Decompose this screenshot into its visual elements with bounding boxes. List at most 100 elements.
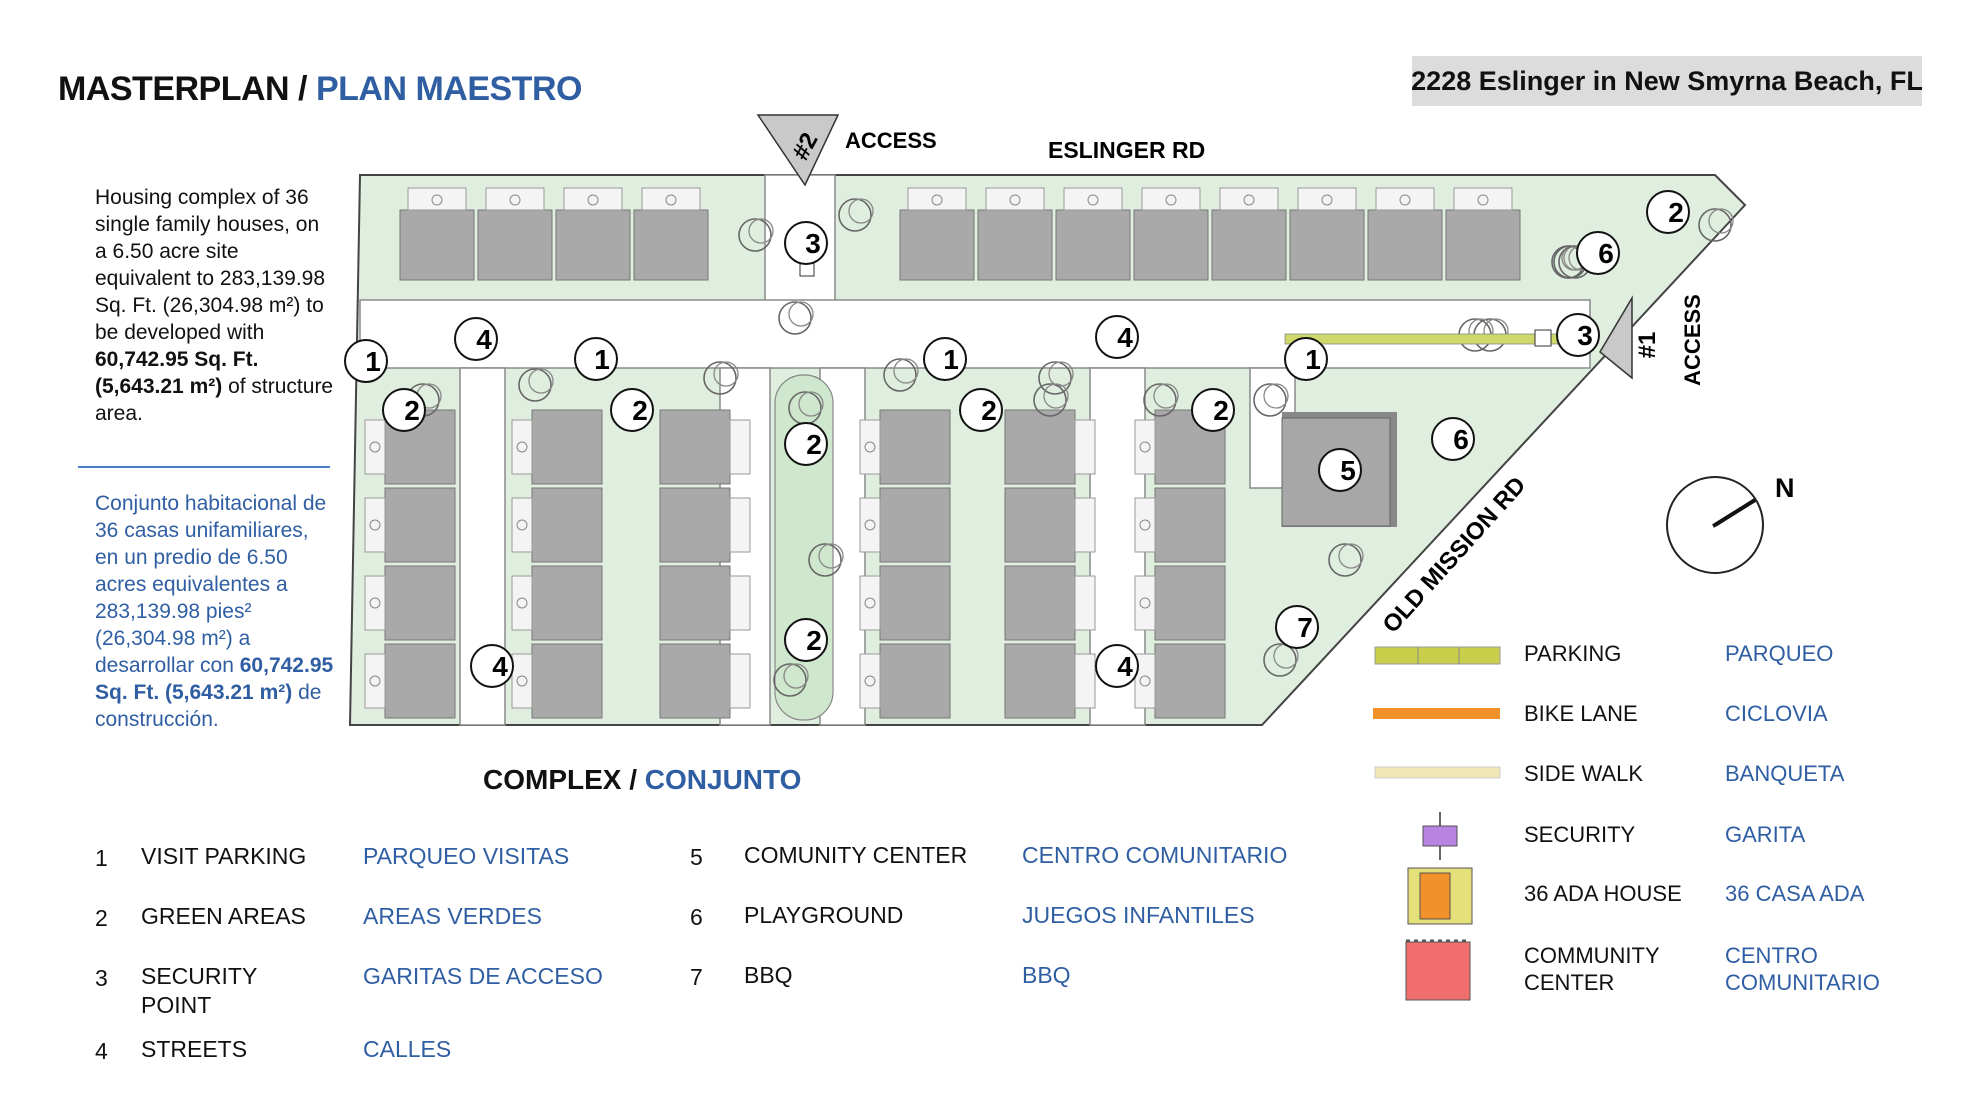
address-text: 2228 Eslinger in New Smyrna Beach, FL: [1411, 65, 1923, 96]
marker-2: 2: [784, 618, 828, 662]
legend-spanish: CICLOVIA: [1725, 701, 1828, 726]
key-number: 6: [690, 904, 703, 930]
marker-4: 4: [1095, 315, 1139, 359]
svg-text:6: 6: [1598, 238, 1614, 269]
svg-text:1: 1: [1305, 344, 1321, 375]
key-spanish: AREAS VERDES: [363, 903, 542, 929]
parking-swatch: [1374, 646, 1501, 665]
description-spanish-bold: 60,742.95 Sq. Ft. (5,643.21 m²): [95, 654, 334, 704]
access-right-number: #1: [1634, 332, 1661, 359]
svg-text:2: 2: [404, 395, 420, 426]
description-divider: [78, 466, 330, 468]
legend-spanish: GARITA: [1725, 822, 1806, 847]
svg-text:3: 3: [805, 228, 821, 259]
legend-english: PARKING: [1524, 641, 1622, 666]
marker-3: 3: [784, 221, 828, 265]
north-label: N: [1775, 473, 1795, 503]
marker-2: 2: [382, 388, 426, 432]
key-number: 4: [95, 1038, 108, 1064]
description-spanish-tail: de construcción.: [95, 681, 322, 731]
description-english-text: Housing complex of 36 single family hous…: [95, 186, 326, 344]
north-needle: [1713, 498, 1757, 527]
key-spanish: PARQUEO VISITAS: [363, 843, 570, 869]
key-number: 3: [95, 965, 108, 991]
marker-4: 4: [1095, 644, 1139, 688]
svg-text:2: 2: [806, 429, 822, 460]
description-english-bold: 60,742.95 Sq. Ft. (5,643.21 m²): [95, 348, 259, 398]
marker-2: 2: [1191, 388, 1235, 432]
access-right-label: ACCESS: [1680, 294, 1705, 386]
marker-2: 2: [610, 388, 654, 432]
security-swatch: [1422, 825, 1458, 847]
svg-text:1: 1: [594, 344, 610, 375]
svg-text:2: 2: [1668, 197, 1684, 228]
svg-text:2: 2: [981, 395, 997, 426]
marker-6: 6: [1431, 417, 1475, 461]
legend-spanish: PARQUEO: [1725, 641, 1834, 666]
svg-text:2: 2: [1213, 395, 1229, 426]
security-gate-right: [1534, 329, 1552, 347]
marker-4: 4: [470, 644, 514, 688]
key-number: 1: [95, 845, 108, 871]
access-arrow-top: [756, 114, 840, 187]
svg-text:4: 4: [1117, 322, 1133, 353]
description-english-tail: of structure area.: [95, 375, 334, 425]
marker-4: 4: [454, 317, 498, 361]
parking-strip: [1284, 333, 1576, 345]
key-english: BBQ: [744, 962, 793, 988]
svg-text:6: 6: [1453, 424, 1469, 455]
description-spanish: Conjunto habitacional de 36 casas unifam…: [95, 490, 335, 733]
key-spanish: CENTRO COMUNITARIO: [1022, 842, 1288, 868]
community-center-swatch: [1405, 941, 1471, 1001]
title-english: MASTERPLAN /: [58, 70, 308, 108]
road-eslinger-label: ESLINGER RD: [1048, 137, 1205, 163]
subtitle-spanish: CONJUNTO: [644, 764, 802, 795]
svg-text:2: 2: [632, 395, 648, 426]
legend-spanish: CENTRO COMUNITARIO: [1725, 943, 1880, 995]
key-number: 7: [690, 964, 703, 990]
subtitle-english: COMPLEX /: [483, 764, 638, 795]
sidewalk-swatch: [1374, 766, 1501, 779]
key-number: 2: [95, 905, 108, 931]
key-spanish: JUEGOS INFANTILES: [1022, 902, 1255, 928]
key-spanish: BBQ: [1022, 962, 1071, 988]
marker-2: 2: [959, 388, 1003, 432]
key-english: VISIT PARKING: [141, 843, 307, 869]
legend-english: SIDE WALK: [1524, 761, 1643, 786]
svg-text:4: 4: [1117, 651, 1133, 682]
marker-6: 6: [1576, 231, 1620, 275]
svg-text:7: 7: [1297, 612, 1313, 643]
legend-spanish: 36 CASA ADA: [1725, 881, 1865, 906]
marker-1: 1: [574, 337, 618, 381]
access-arrow-right: [1599, 295, 1633, 380]
svg-text:1: 1: [365, 346, 381, 377]
legend-english: COMMUNITY CENTER: [1524, 943, 1660, 995]
description-english: Housing complex of 36 single family hous…: [95, 184, 335, 427]
key-spanish: CALLES: [363, 1036, 452, 1062]
title-spanish: PLAN MAESTRO: [315, 70, 583, 108]
page-title: MASTERPLAN / PLAN MAESTRO: [58, 70, 582, 109]
marker-2: 2: [784, 422, 828, 466]
key-english: SECURITY POINT: [141, 963, 257, 1018]
svg-text:5: 5: [1340, 455, 1356, 486]
key-english: COMUNITY CENTER: [744, 842, 968, 868]
svg-text:4: 4: [492, 651, 508, 682]
address-box: 2228 Eslinger in New Smyrna Beach, FL: [1411, 56, 1923, 106]
key-english: STREETS: [141, 1036, 248, 1062]
svg-text:2: 2: [806, 625, 822, 656]
key-spanish: GARITAS DE ACCESO: [363, 963, 603, 989]
svg-text:1: 1: [943, 344, 959, 375]
marker-2: 2: [1646, 190, 1690, 234]
marker-1: 1: [1284, 337, 1328, 381]
complex-subtitle: COMPLEX / CONJUNTO: [483, 764, 801, 796]
plan-markers: 1 1 1 1 2 2 2 2 2 2 2 3 3 4 4 4 4 5 6 6 …: [344, 190, 1690, 688]
marker-3: 3: [1556, 313, 1600, 357]
key-number: 5: [690, 844, 703, 870]
legend-english: SECURITY: [1524, 822, 1636, 847]
marker-7: 7: [1275, 605, 1319, 649]
marker-1: 1: [344, 339, 388, 383]
marker-5: 5: [1318, 448, 1362, 492]
access-top-label: ACCESS: [845, 128, 937, 153]
legend-english: BIKE LANE: [1524, 701, 1638, 726]
